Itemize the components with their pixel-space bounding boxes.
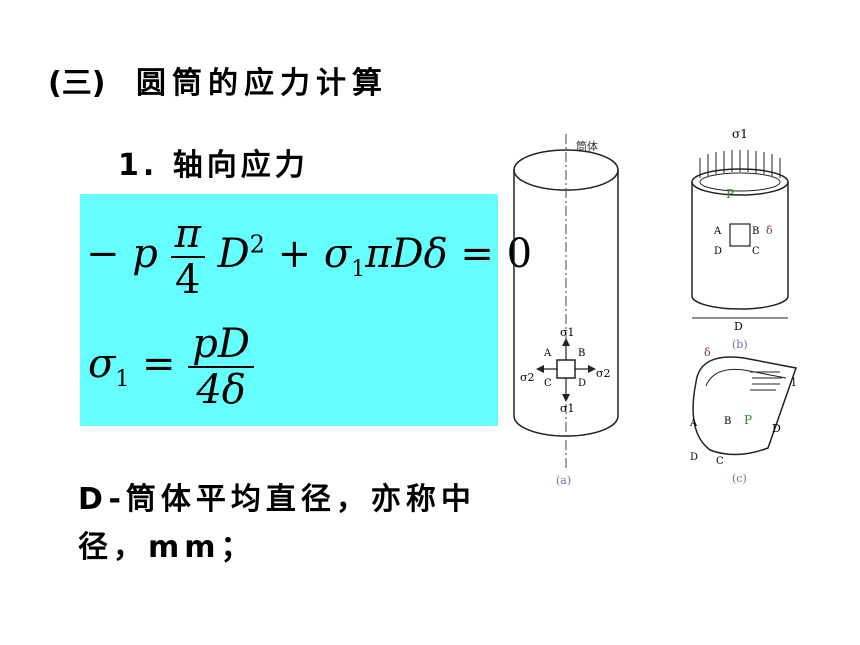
svg-text:σ2: σ2 (596, 367, 611, 380)
formula-axial-stress: σ1 = pD 4δ (88, 322, 254, 412)
svg-text:C: C (752, 246, 760, 257)
svg-text:δ: δ (766, 224, 773, 237)
svg-text:B: B (752, 226, 759, 237)
figure-b-cylinder-section: σ1 P A B δ D C D (b) (691, 127, 789, 351)
figure-a-cylinder: 筒体 σ1 σ1 σ2 σ2 A B C D (a) (513, 134, 619, 487)
svg-text:σ1: σ1 (560, 326, 575, 339)
svg-text:D: D (690, 452, 698, 463)
svg-text:C: C (716, 456, 724, 467)
svg-text:C: C (544, 378, 552, 389)
svg-text:σ1: σ1 (732, 127, 748, 141)
svg-text:P: P (744, 413, 752, 427)
svg-text:P: P (726, 187, 734, 201)
figure-c-caption: (c) (732, 472, 747, 485)
figure-c-half-section: δ l A B D C P D (c) (689, 346, 797, 485)
pi-over-four: π 4 (170, 212, 205, 302)
formula-equilibrium: − p π 4 D2 + σ1πDδ = 0 (86, 211, 533, 303)
svg-text:σ2: σ2 (520, 371, 535, 384)
diameter-description: D-筒体平均直径，亦称中径，mm； (78, 482, 476, 565)
svg-text:A: A (543, 348, 552, 359)
section-number: (三) (48, 66, 106, 101)
figure-a-caption: (a) (556, 474, 571, 487)
svg-text:l: l (792, 376, 796, 389)
subheading: 1. 轴向应力 (118, 148, 309, 183)
svg-text:B: B (724, 416, 731, 427)
svg-text:D: D (734, 320, 743, 333)
section-heading: (三) 圆筒的应力计算 (48, 58, 388, 102)
svg-text:A: A (713, 226, 722, 237)
section-title: 圆筒的应力计算 (136, 66, 388, 101)
cylinder-figures: 筒体 σ1 σ1 σ2 σ2 A B C D (a) (513, 127, 797, 487)
svg-text:D: D (772, 422, 781, 435)
formula-box: − p π 4 D2 + σ1πDδ = 0 σ1 = pD 4δ (80, 194, 532, 426)
svg-text:δ: δ (704, 346, 711, 359)
svg-text:D: D (578, 378, 586, 389)
svg-text:D: D (714, 246, 722, 257)
svg-text:B: B (578, 348, 585, 359)
svg-text:A: A (689, 418, 698, 429)
svg-text:σ1: σ1 (560, 402, 575, 415)
stress-element (556, 359, 576, 379)
figure-a-top-label: 筒体 (576, 139, 598, 153)
figure-b-caption: (b) (732, 338, 748, 351)
pD-over-4delta: pD 4δ (188, 322, 254, 412)
